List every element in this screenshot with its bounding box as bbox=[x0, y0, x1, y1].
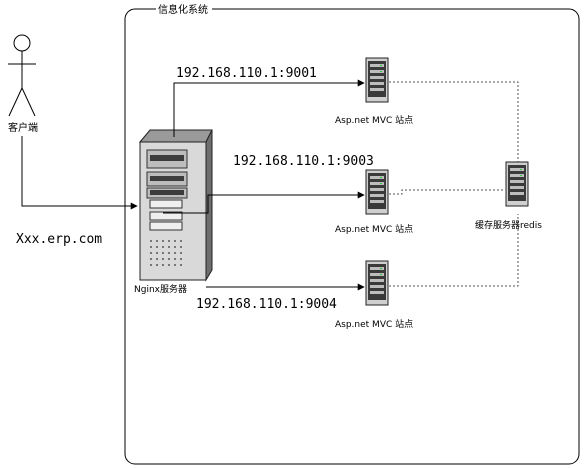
link-3-address: 192.168.110.1:9004 bbox=[196, 297, 337, 312]
cache-connector-bottom bbox=[389, 214, 519, 287]
cache-connector-top bbox=[389, 81, 519, 162]
cache-connector-middle bbox=[389, 189, 504, 195]
system-boundary bbox=[124, 8, 580, 465]
site-3-server-icon bbox=[365, 260, 389, 306]
site-2-server-icon bbox=[365, 169, 389, 215]
cache-server-icon bbox=[505, 161, 529, 207]
link-2-connector bbox=[163, 191, 365, 214]
link-1-address: 192.168.110.1:9001 bbox=[176, 66, 317, 81]
client-to-nginx-connector bbox=[21, 136, 138, 210]
link-2-address: 192.168.110.1:9003 bbox=[233, 154, 374, 169]
nginx-label: Nginx服务器 bbox=[134, 283, 187, 295]
site-1-server-icon bbox=[365, 57, 389, 103]
nginx-server-icon bbox=[138, 129, 213, 282]
client-actor-icon bbox=[8, 34, 36, 117]
cache-label: 缓存服务器redis bbox=[475, 219, 542, 231]
site-1-label: Asp.net MVC 站点 bbox=[335, 114, 413, 126]
site-3-label: Asp.net MVC 站点 bbox=[335, 318, 413, 330]
link-1-connector bbox=[173, 79, 365, 137]
client-domain: Xxx.erp.com bbox=[16, 232, 102, 247]
site-2-label: Asp.net MVC 站点 bbox=[335, 223, 413, 235]
client-label: 客户端 bbox=[8, 121, 38, 134]
boundary-title: 信息化系统 bbox=[158, 3, 208, 16]
